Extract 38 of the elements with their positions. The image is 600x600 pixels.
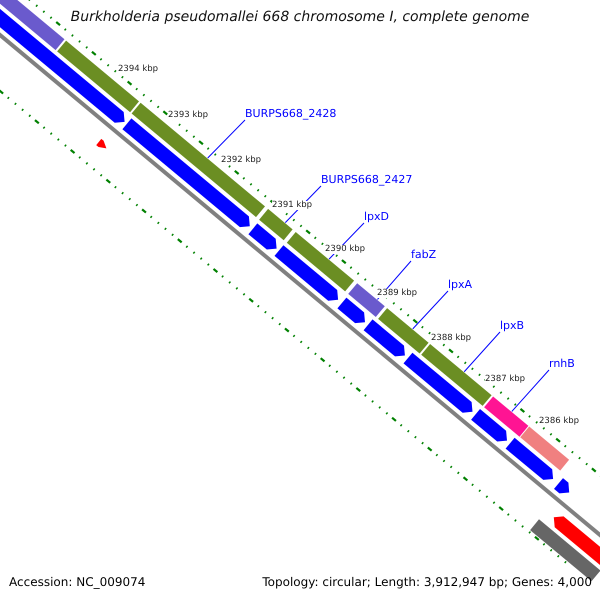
scale-label: 2390 kbp — [325, 245, 366, 254]
title: Burkholderia pseudomallei 668 chromosome I, complete genome — [70, 9, 530, 25]
gene-bar — [57, 40, 139, 112]
gene-block — [554, 478, 570, 494]
gene-label: BURPS668_2428 — [245, 108, 336, 119]
scale-label: 2386 kbp — [539, 417, 580, 426]
gene-bar — [484, 396, 528, 437]
accession-text: Accession: NC_009074 — [9, 576, 146, 588]
gene-block — [96, 138, 106, 148]
gene-bar — [520, 426, 570, 471]
leader-line — [464, 332, 500, 372]
scale-label: 2387 kbp — [485, 375, 526, 384]
gene-label: fabZ — [411, 249, 436, 260]
gene-block — [506, 438, 554, 480]
scale-label: 2393 kbp — [168, 111, 208, 120]
leader-line — [412, 290, 448, 330]
gene-label: BURPS668_2427 — [321, 174, 412, 185]
scale-label: 2394 kbp — [118, 65, 158, 74]
gene-label: lpxD — [364, 211, 390, 222]
gene-label: lpxB — [500, 320, 524, 331]
gene-block — [248, 223, 277, 250]
scale-label: 2391 kbp — [272, 201, 312, 210]
gene-block — [471, 409, 507, 442]
leader-line — [511, 370, 550, 412]
scale-label: 2388 kbp — [431, 334, 472, 342]
gene-label: lpxA — [448, 279, 472, 290]
genome-info-text: Topology: circular; Length: 3,912,947 bp; Genes: 4,000 — [262, 576, 592, 588]
gene-block — [364, 319, 405, 356]
gene-block — [554, 516, 600, 568]
gene-bar — [0, 0, 64, 50]
gene-bar — [378, 308, 429, 354]
gene-label: rnhB — [549, 358, 575, 369]
gene-bar — [259, 208, 293, 240]
gene-block — [404, 352, 472, 413]
gene-block — [337, 298, 365, 324]
leader-line — [207, 120, 246, 158]
scale-label: 2392 kbp — [221, 156, 262, 164]
scale-label: 2389 kbp — [377, 289, 418, 298]
